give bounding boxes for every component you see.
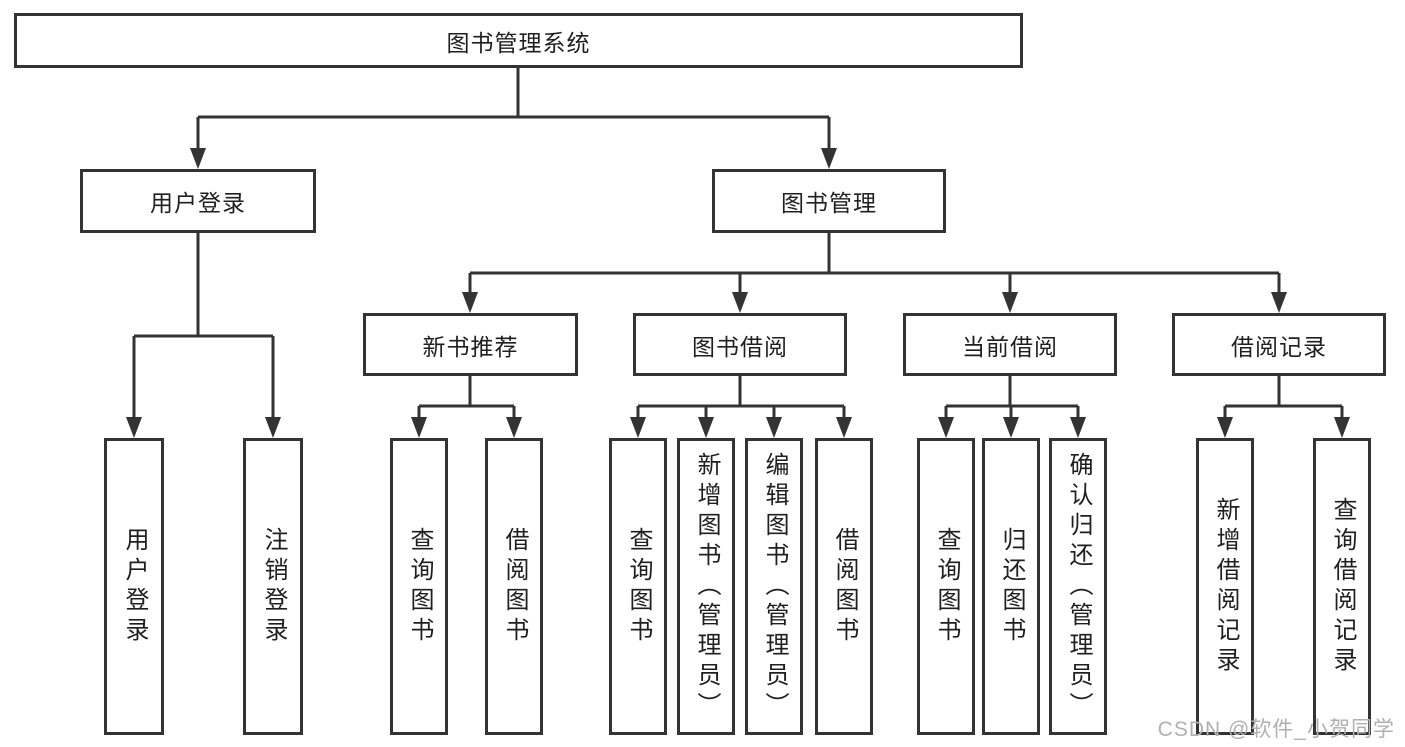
leaf-current-confirm-return-admin: 确认归还（管理员）: [1049, 438, 1107, 735]
node-root: 图书管理系统: [14, 13, 1023, 68]
leaf-newbook-query-books: 查询图书: [390, 438, 448, 735]
node-book-borrowing: 图书借阅: [633, 313, 847, 376]
connector-borrowing-records-children: [1223, 376, 1344, 420]
leaf-borrowing-query-books: 查询图书: [609, 438, 667, 735]
connector-root-to-level2: [196, 68, 831, 151]
connector-book-management-sections: [468, 233, 1281, 295]
leaf-borrowing-edit-books-admin: 编辑图书（管理员）: [745, 438, 803, 735]
connector-user-login-children: [132, 233, 275, 420]
leaf-borrowing-add-books-admin: 新增图书（管理员）: [677, 438, 735, 735]
arrowheads: [126, 148, 1350, 438]
node-new-book-recommendation: 新书推荐: [363, 313, 578, 376]
leaf-borrowing-borrow-books: 借阅图书: [815, 438, 873, 735]
node-book-management: 图书管理: [712, 169, 946, 233]
leaf-records-query-record: 查询借阅记录: [1313, 438, 1371, 735]
leaf-newbook-borrow-books: 借阅图书: [485, 438, 543, 735]
node-borrowing-records: 借阅记录: [1172, 313, 1386, 376]
leaf-logout: 注销登录: [243, 438, 303, 735]
watermark: CSDN @软件_小贺同学: [1157, 718, 1395, 741]
connector-new-book-children: [417, 376, 516, 420]
node-current-borrowing: 当前借阅: [903, 313, 1117, 376]
leaf-current-query-books: 查询图书: [917, 438, 975, 735]
leaf-records-add-record: 新增借阅记录: [1196, 438, 1254, 735]
leaf-current-return-books: 归还图书: [982, 438, 1040, 735]
connector-current-borrowing-children: [944, 376, 1080, 420]
connector-book-borrowing-children: [636, 376, 846, 420]
node-user-login: 用户登录: [80, 169, 316, 233]
leaf-user-login: 用户登录: [104, 438, 164, 735]
